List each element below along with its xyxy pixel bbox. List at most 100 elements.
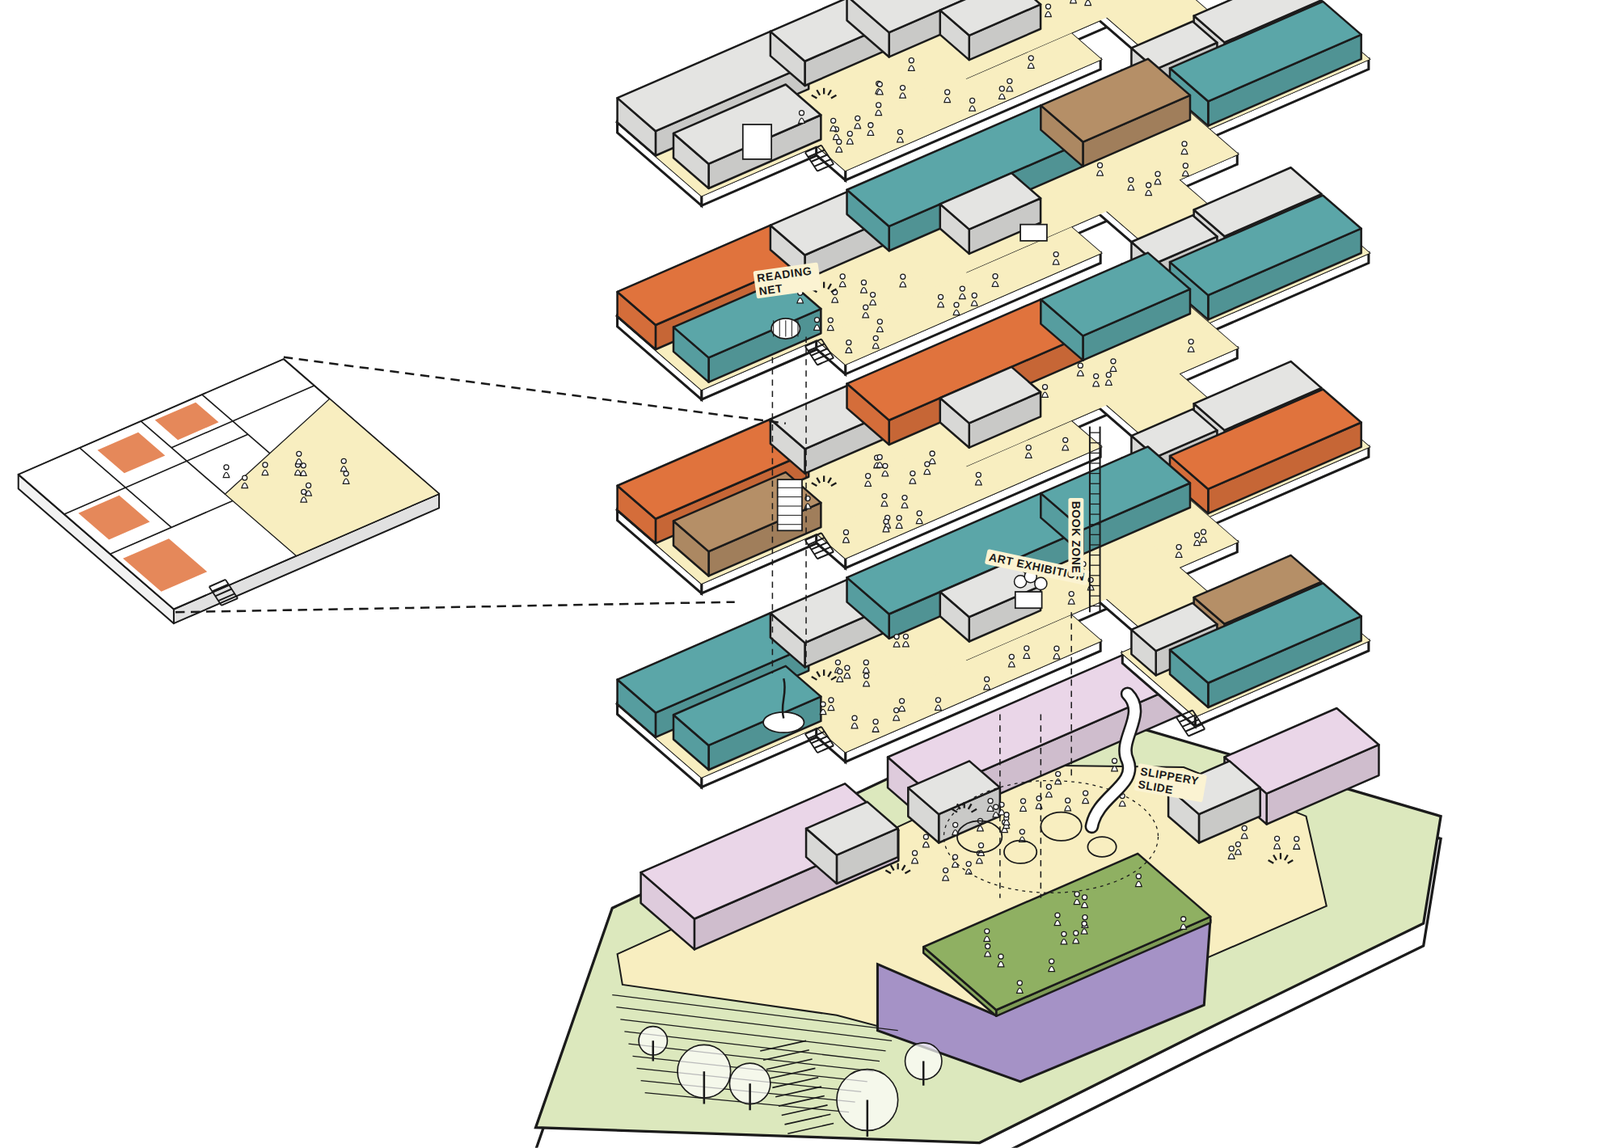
person-body [261, 469, 269, 475]
stair-step [769, 1068, 816, 1079]
stair-step [759, 1040, 807, 1052]
person-head [861, 279, 866, 285]
person-figure [1042, 384, 1049, 398]
detail-room-fill [97, 432, 166, 474]
stair-rail [821, 532, 834, 552]
person-head [1112, 758, 1118, 764]
person-figure [342, 471, 350, 485]
person-figure [844, 665, 851, 679]
person-head [863, 304, 869, 310]
person-head [846, 340, 852, 346]
floor-level [617, 446, 1369, 787]
person-figure [1187, 339, 1195, 353]
person-figure [1082, 790, 1090, 804]
person-body [935, 705, 942, 710]
person-body [937, 302, 945, 308]
person-body [1055, 779, 1062, 785]
person-head [1053, 252, 1059, 258]
person-figure [983, 928, 991, 942]
person-head [910, 471, 916, 477]
ladder-rung [1089, 472, 1101, 474]
person-figure [223, 464, 230, 478]
person-figure [908, 58, 916, 72]
person-body [899, 282, 907, 288]
person-body [846, 139, 853, 144]
highlight-marks [1268, 852, 1294, 864]
person-body [872, 726, 879, 732]
person-body [1145, 189, 1153, 195]
slide [1091, 693, 1135, 827]
person-body [903, 641, 910, 647]
person-figure [1235, 841, 1242, 855]
person-figure [1068, 591, 1075, 605]
highlight-mark [885, 870, 891, 874]
person-body [1293, 844, 1301, 849]
person-body [992, 812, 1000, 818]
person-head [1068, 591, 1074, 597]
person-figure [1084, 0, 1092, 6]
highlight-mark [816, 671, 820, 678]
play-mound [1004, 840, 1037, 864]
alignment-line [1040, 713, 1043, 898]
person-body [863, 681, 870, 687]
person-figure [300, 463, 308, 477]
person-figure [869, 292, 877, 306]
stair-step [215, 589, 232, 597]
highlight-mark [1273, 854, 1277, 861]
stair [209, 579, 238, 606]
block-top-face [1169, 582, 1362, 683]
person-figure [916, 510, 923, 524]
highlight-mark [951, 809, 958, 813]
stair-rail [1192, 710, 1205, 730]
ladder-rung [1089, 544, 1101, 545]
person-body [869, 299, 877, 305]
person-head [873, 335, 879, 341]
person-body [984, 951, 992, 957]
person-figure [1241, 825, 1248, 839]
person-figure [953, 302, 960, 316]
person-figure [937, 294, 945, 308]
person-head [836, 139, 842, 144]
person-body [1110, 366, 1117, 372]
person-head [1017, 980, 1022, 986]
block-top-face [1040, 59, 1191, 143]
highlight-mark [823, 282, 825, 289]
block-top-face [923, 853, 1211, 1010]
stair-step [808, 537, 825, 545]
stair-step [785, 1114, 832, 1125]
person-figure [1073, 891, 1081, 905]
person-head [993, 804, 999, 810]
person-figure [923, 834, 930, 848]
ladder-rung [1089, 595, 1101, 596]
highlight-mark [970, 809, 977, 813]
stair-step [808, 149, 825, 157]
person-head [935, 697, 941, 703]
stair-step [218, 593, 235, 601]
person-head [1028, 55, 1034, 61]
person-figure [830, 118, 837, 131]
person-head [1054, 645, 1060, 651]
terrace-step [612, 995, 898, 1031]
person-head [1073, 930, 1079, 936]
person-head [1294, 836, 1300, 842]
person-body [881, 501, 888, 507]
person-figure [1081, 915, 1089, 929]
person-figure [959, 286, 967, 300]
sports-field [923, 853, 1211, 1017]
person-body [1200, 536, 1208, 542]
person-figure [1064, 797, 1072, 811]
sculpture-plinth [1015, 591, 1043, 608]
book-shelf [777, 505, 803, 507]
person-head [1235, 841, 1241, 847]
service-block [907, 760, 1001, 843]
person-head [798, 110, 804, 116]
book-tower [777, 479, 803, 531]
highlight-mark [902, 865, 906, 871]
person-body [1093, 381, 1100, 387]
person-body [1073, 899, 1081, 904]
person-body [952, 861, 959, 867]
person-body [875, 109, 883, 115]
room-block [673, 278, 821, 382]
person-head [954, 302, 959, 308]
